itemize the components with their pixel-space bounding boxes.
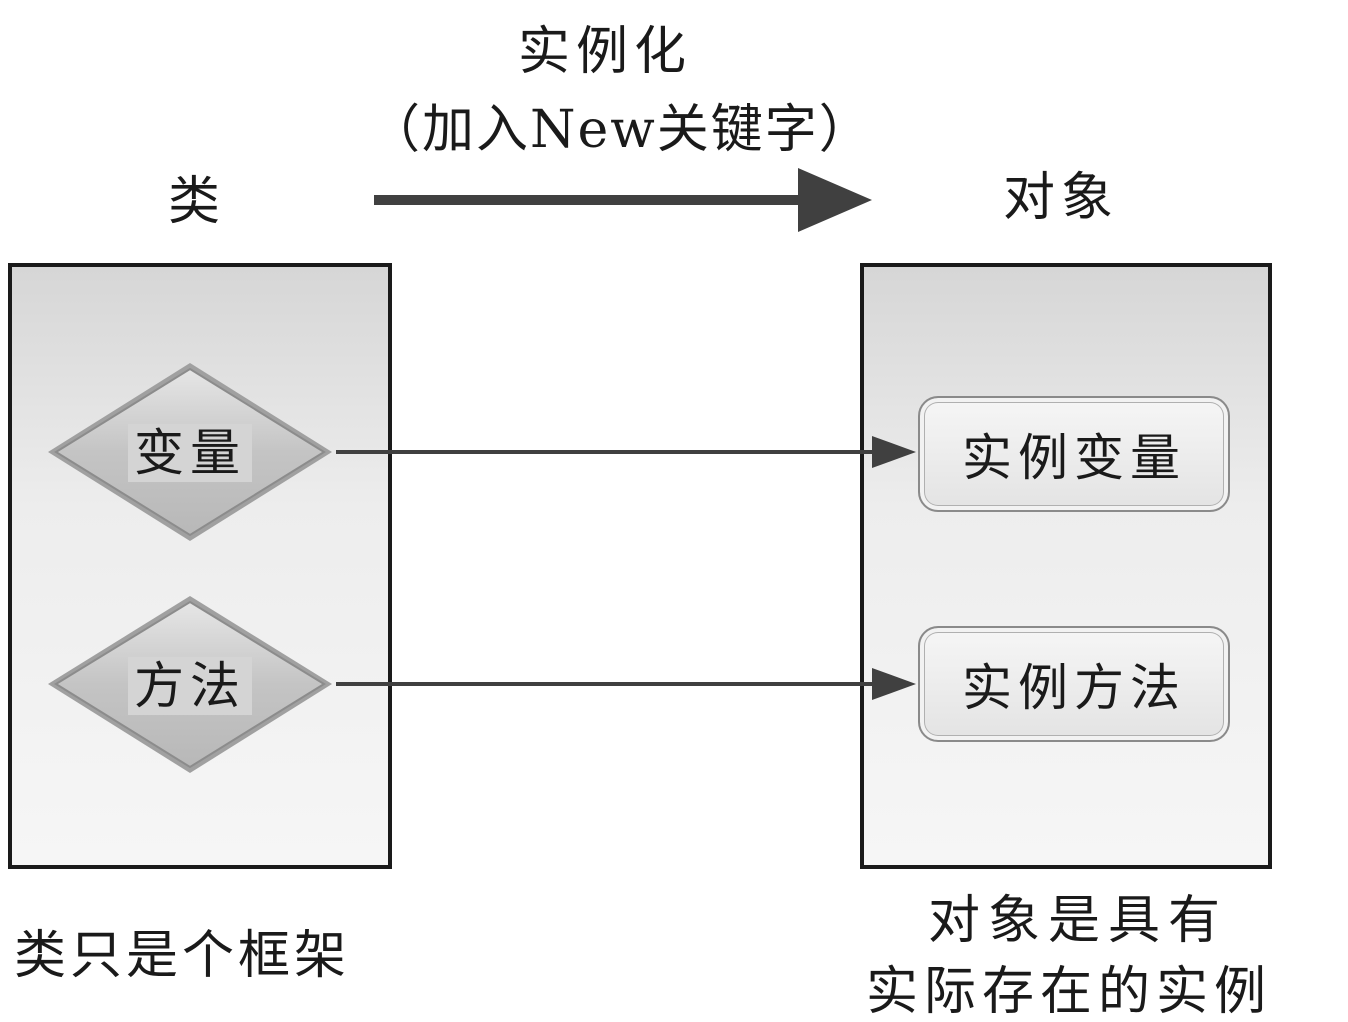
class-description: 类只是个框架 <box>14 926 351 986</box>
instance-variable-label: 实例变量 <box>962 429 1186 487</box>
instance-method-box: 实例方法 <box>918 626 1230 742</box>
object-description-line2: 实际存在的实例 <box>866 962 1273 1022</box>
class-box <box>8 263 392 869</box>
variable-label: 变量 <box>128 424 252 482</box>
object-box <box>860 263 1272 869</box>
object-description-line1: 对象是具有 <box>928 891 1229 951</box>
method-label: 方法 <box>128 657 252 715</box>
instance-variable-box: 实例变量 <box>918 396 1230 512</box>
instantiation-arrow <box>374 168 872 232</box>
object-heading: 对象 <box>1003 168 1120 228</box>
instantiation-subtitle: （加入New关键字） <box>368 100 873 160</box>
instantiation-title: 实例化 <box>518 22 693 82</box>
method-arrow <box>336 668 916 700</box>
instance-method-label: 实例方法 <box>962 659 1186 717</box>
class-heading: 类 <box>168 172 227 232</box>
variable-arrow <box>336 436 916 468</box>
